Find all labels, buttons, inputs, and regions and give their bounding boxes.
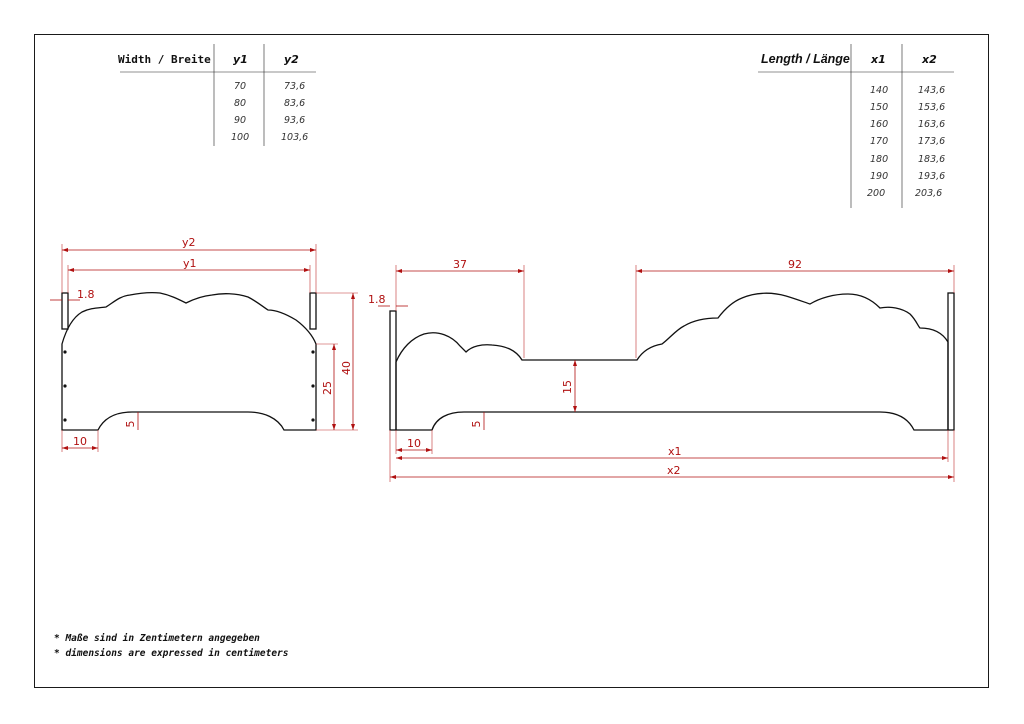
width-table-header: Width / Breite	[118, 53, 211, 66]
screw-dot	[63, 350, 67, 354]
length-table-cell: 143,6	[918, 85, 945, 96]
screw-dot	[311, 350, 315, 354]
dim-label-leg-width: 10	[73, 435, 87, 448]
dim-label-right-section: 92	[788, 258, 802, 271]
width-table-col-y2: y2	[284, 53, 299, 66]
side-board-outline	[395, 292, 949, 431]
length-table-cell: 203,6	[915, 188, 942, 199]
width-table-cell: 103,6	[281, 132, 308, 143]
headboard-outline	[61, 291, 317, 431]
length-table-cell: 180	[870, 154, 888, 165]
width-table-col-y1: y1	[233, 53, 248, 66]
length-table-cell: 193,6	[918, 171, 945, 182]
width-table-cell: 70	[234, 81, 246, 92]
length-table-cell: 173,6	[918, 136, 945, 147]
length-table-col-x2: x2	[921, 53, 937, 66]
note-english: * dimensions are expressed in centimeter…	[54, 648, 289, 659]
dim-label-height-total: 40	[340, 361, 353, 375]
dim-label-thickness: 1.8	[368, 293, 386, 306]
length-table-cell: 160	[870, 119, 888, 130]
screw-dot	[311, 384, 315, 388]
length-table-cell: 153,6	[918, 102, 945, 113]
dim-label-thickness: 1.8	[77, 288, 95, 301]
width-table-cell: 80	[234, 98, 246, 109]
end-view-panel: y2 y1 1.8 40 25 5 10	[50, 236, 358, 452]
note-german: * Maße sind in Zentimetern angegeben	[54, 633, 260, 644]
dim-label-middle-drop: 15	[561, 380, 574, 394]
length-table-cell: 190	[870, 171, 888, 182]
dim-label-leg-cut: 5	[124, 421, 137, 428]
left-post	[61, 292, 69, 330]
width-table-cell: 93,6	[284, 115, 305, 126]
width-table-cell: 73,6	[284, 81, 305, 92]
arrowhead	[573, 360, 577, 412]
right-post	[947, 292, 955, 431]
dim-label-y1: y1	[183, 257, 197, 270]
side-view-panel: 37 92 1.8 15 5 10 x1 x2	[368, 258, 955, 482]
dim-label-leg-width: 10	[407, 437, 421, 450]
screw-dot	[63, 384, 67, 388]
length-table-cell: 163,6	[918, 119, 945, 130]
length-table-cell: 200	[867, 188, 885, 199]
width-table-cell: 90	[234, 115, 246, 126]
dim-label-height-board: 25	[321, 381, 334, 395]
length-table: Length / Länge x1 x2 140 143,6 150 153,6…	[758, 44, 954, 208]
length-table-cell: 170	[870, 136, 888, 147]
dim-label-leg-cut: 5	[470, 421, 483, 428]
length-table-col-x1: x1	[870, 53, 886, 66]
screw-dot	[311, 418, 315, 422]
width-table: Width / Breite y1 y2 70 73,6 80 83,6 90 …	[118, 44, 316, 146]
length-table-cell: 183,6	[918, 154, 945, 165]
screw-dot	[63, 418, 67, 422]
length-table-header: Length / Länge	[761, 52, 850, 66]
drawing-frame	[34, 34, 989, 688]
length-table-cell: 140	[870, 85, 888, 96]
width-table-cell: 83,6	[284, 98, 305, 109]
left-post	[389, 310, 397, 431]
dim-label-x2: x2	[667, 464, 681, 477]
dim-label-y2: y2	[182, 236, 196, 249]
dim-label-left-section: 37	[453, 258, 467, 271]
width-table-cell: 100	[231, 132, 249, 143]
right-post	[309, 292, 317, 330]
dim-label-x1: x1	[668, 445, 682, 458]
length-table-cell: 150	[870, 102, 888, 113]
